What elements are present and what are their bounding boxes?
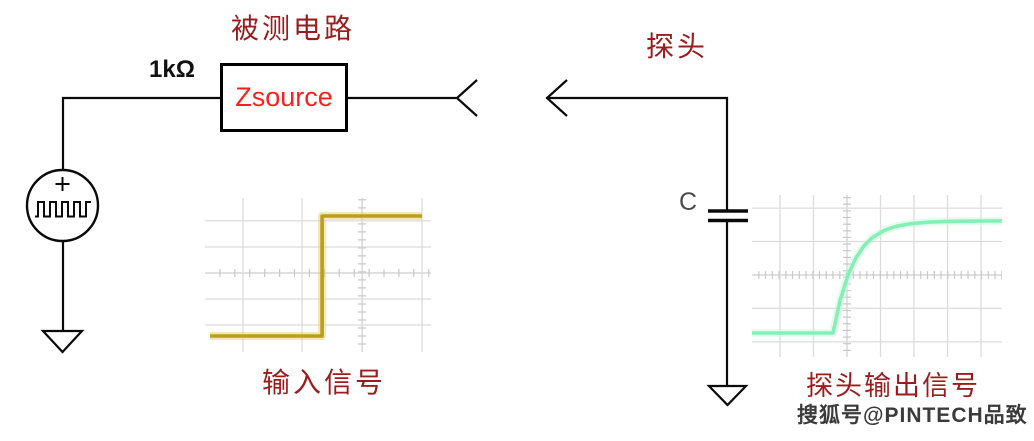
wire-source-to-resistor	[61, 96, 220, 171]
circuit-under-test-title: 被测电路	[231, 13, 356, 44]
zsource-box: Zsource	[220, 63, 348, 132]
probe-output-plot	[752, 195, 1002, 357]
input-signal-plot	[205, 198, 431, 352]
input-signal-caption: 输入信号	[262, 367, 387, 398]
capacitor-label: C	[679, 188, 698, 216]
wire-probe-to-capacitor	[547, 96, 729, 211]
resistor-value-label: 1kΩ	[149, 56, 195, 83]
connector-chevron-icon	[455, 79, 478, 117]
ground-icon-probe	[706, 384, 749, 407]
voltage-source-icon	[25, 168, 100, 243]
ground-icon-source	[40, 241, 85, 354]
watermark-text: 搜狐号@PINTECH品致	[797, 404, 1028, 427]
zsource-label: Zsource	[235, 82, 333, 112]
capacitor-icon	[708, 209, 748, 223]
probe-output-caption: 探头输出信号	[806, 371, 980, 401]
probe-title: 探头	[646, 31, 709, 62]
